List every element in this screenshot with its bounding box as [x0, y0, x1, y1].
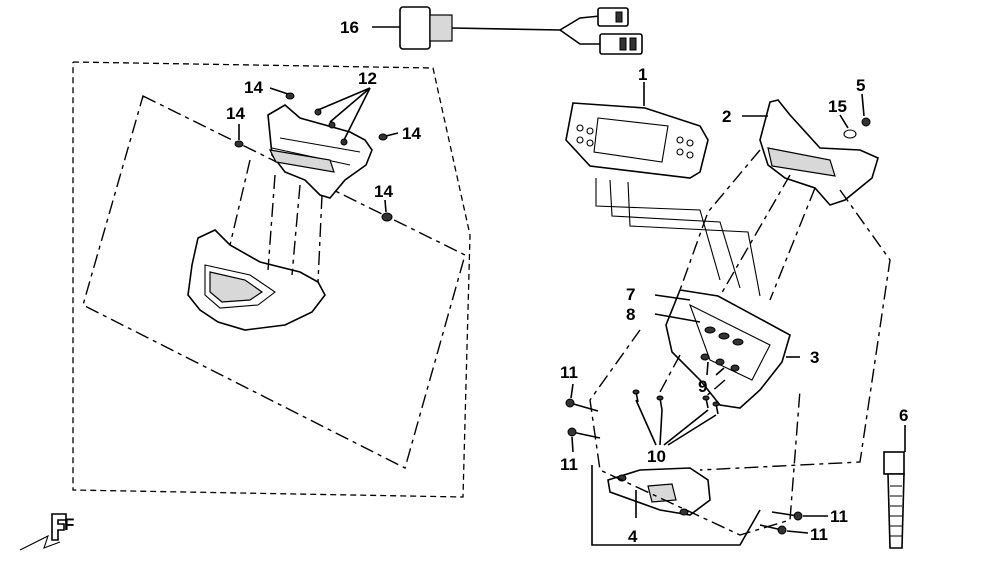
callout-8: 8 — [626, 305, 635, 324]
callout-16: 16 — [340, 18, 359, 37]
callout-2: 2 — [722, 107, 731, 126]
headlight-cowl — [187, 229, 326, 331]
lower-bracket — [607, 467, 711, 516]
meter-display — [565, 102, 709, 179]
callout-12: 12 — [358, 69, 377, 88]
callout-14-left: 14 — [226, 104, 245, 123]
callout-14-right: 14 — [402, 124, 421, 143]
callout-7: 7 — [626, 285, 635, 304]
callout-labels: 16 1 2 5 15 7 8 3 9 10 4 6 11 11 11 11 1… — [226, 18, 908, 546]
front-marker-label: F — [64, 515, 74, 534]
kit-outline-box — [72, 61, 471, 498]
cable-tie — [883, 451, 905, 549]
callout-11-mid: 11 — [560, 455, 578, 474]
callout-11-bottom: 11 — [810, 525, 828, 544]
callout-3: 3 — [810, 348, 819, 367]
callout-11-right: 11 — [830, 507, 848, 526]
callout-1: 1 — [638, 65, 647, 84]
callout-14-bottom: 14 — [374, 182, 393, 201]
callout-15: 15 — [828, 97, 847, 116]
callout-4: 4 — [628, 527, 638, 546]
meter-bracket — [665, 289, 791, 409]
kit-inner-panel — [82, 95, 466, 470]
callout-9: 9 — [698, 377, 707, 396]
callout-10: 10 — [647, 447, 666, 466]
wire-harness — [399, 6, 643, 55]
screw-14-set — [234, 92, 393, 222]
callout-11-top: 11 — [560, 363, 578, 382]
callout-5: 5 — [856, 76, 865, 95]
cowl-guide-lines — [229, 159, 323, 283]
windscreen-bracket — [267, 104, 373, 199]
front-direction-marker: F — [19, 513, 74, 551]
meter-cover — [759, 99, 879, 206]
callout-14-top: 14 — [244, 78, 263, 97]
leader-lines — [238, 26, 906, 534]
bolt-11-set — [565, 398, 803, 535]
screw-10-set — [632, 389, 720, 415]
assembly-guide-lines — [589, 149, 891, 546]
grommet-set — [700, 326, 744, 372]
callout-6: 6 — [899, 406, 908, 425]
